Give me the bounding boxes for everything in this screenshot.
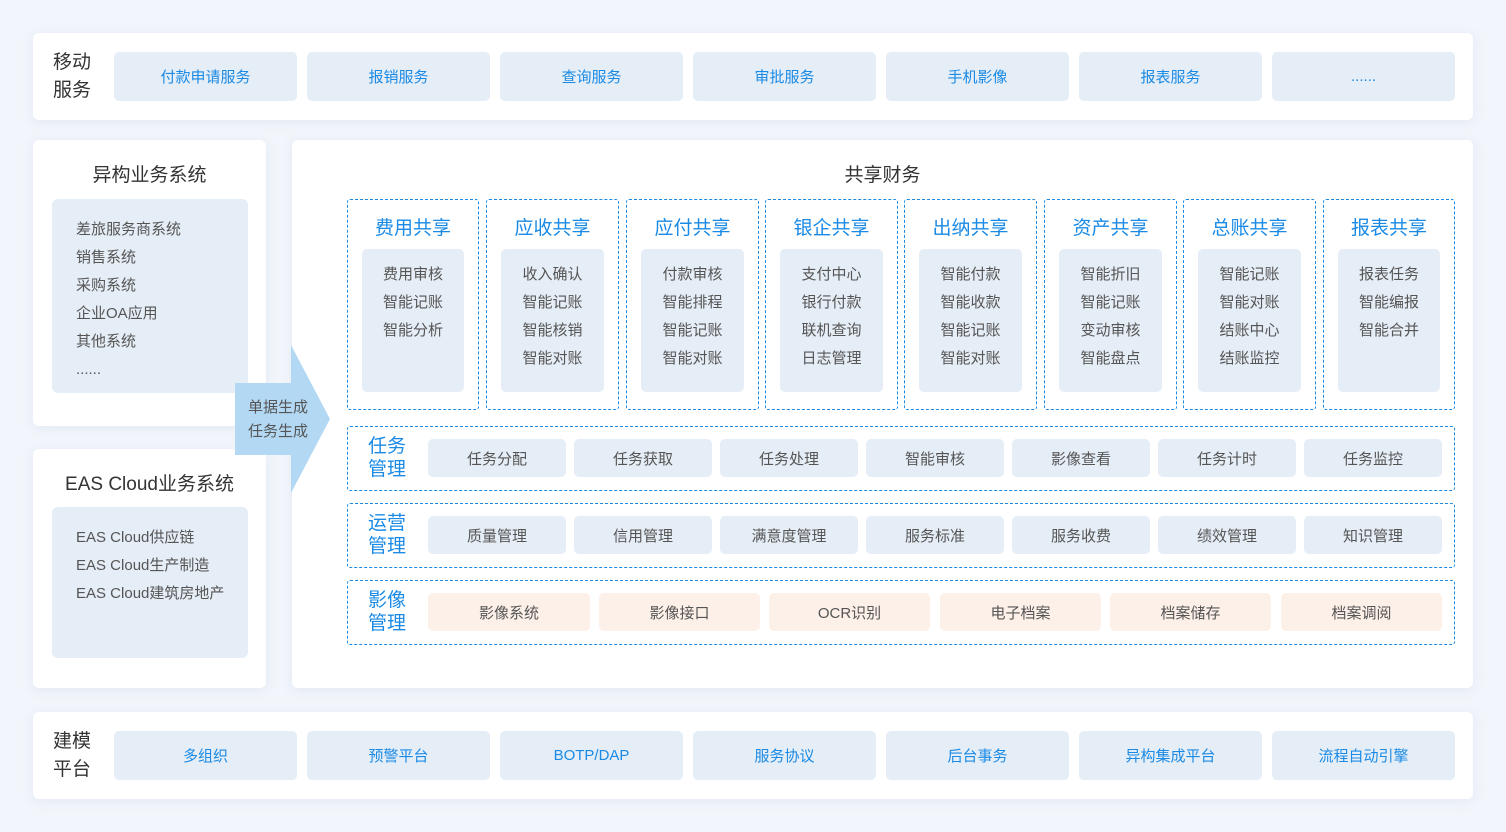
eas-cloud-systems-panel: EAS Cloud业务系统 EAS Cloud供应链 EAS Cloud生产制造… bbox=[33, 449, 266, 688]
share-column-expense[interactable]: 费用共享 费用审核 智能记账 智能分析 bbox=[347, 199, 479, 410]
platform-multi-org[interactable]: 多组织 bbox=[114, 731, 297, 780]
mobile-service-payment-request[interactable]: 付款申请服务 bbox=[114, 52, 297, 101]
mobile-service-approval[interactable]: 审批服务 bbox=[693, 52, 876, 101]
task-item[interactable]: 影像查看 bbox=[1012, 439, 1150, 477]
operations-management-label: 运营 管理 bbox=[367, 513, 406, 557]
shared-finance-title: 共享财务 bbox=[844, 165, 921, 186]
platform-background-tasks[interactable]: 后台事务 bbox=[886, 731, 1069, 780]
platform-heterogeneous-integration[interactable]: 异构集成平台 bbox=[1079, 731, 1262, 780]
share-column-receivable[interactable]: 应收共享 收入确认 智能记账 智能核销 智能对账 bbox=[486, 199, 619, 410]
task-item[interactable]: 任务分配 bbox=[428, 439, 566, 477]
modeling-platform-panel: 建模 平台 多组织 预警平台 BOTP/DAP 服务协议 后台事务 异构集成平台… bbox=[33, 712, 1473, 799]
image-management-band: 影像 管理 影像系统 影像接口 OCR识别 电子档案 档案储存 档案调阅 bbox=[347, 580, 1455, 645]
heterogeneous-systems-list: 差旅服务商系统 销售系统 采购系统 企业OA应用 其他系统 ...... bbox=[52, 199, 248, 393]
list-item: 差旅服务商系统 bbox=[76, 221, 182, 238]
operations-item[interactable]: 绩效管理 bbox=[1158, 516, 1296, 554]
operations-item[interactable]: 信用管理 bbox=[574, 516, 712, 554]
image-item[interactable]: 影像系统 bbox=[428, 593, 590, 631]
heterogeneous-systems-title: 异构业务系统 bbox=[92, 165, 207, 186]
share-column-general-ledger[interactable]: 总账共享 智能记账 智能对账 结账中心 结账监控 bbox=[1183, 199, 1316, 410]
list-item: 其他系统 bbox=[76, 333, 137, 350]
image-management-label: 影像 管理 bbox=[367, 590, 406, 634]
mobile-service-mobile-image[interactable]: 手机影像 bbox=[886, 52, 1069, 101]
eas-cloud-systems-list: EAS Cloud供应链 EAS Cloud生产制造 EAS Cloud建筑房地… bbox=[52, 507, 248, 658]
mobile-services-panel: 移动 服务 付款申请服务 报销服务 查询服务 审批服务 手机影像 报表服务 ..… bbox=[33, 33, 1473, 120]
task-management-label: 任务 管理 bbox=[367, 436, 406, 480]
list-item: 销售系统 bbox=[76, 249, 137, 266]
operations-item[interactable]: 服务收费 bbox=[1012, 516, 1150, 554]
operations-item[interactable]: 知识管理 bbox=[1304, 516, 1442, 554]
operations-item[interactable]: 服务标准 bbox=[866, 516, 1004, 554]
task-item[interactable]: 智能审核 bbox=[866, 439, 1004, 477]
mobile-services-label: 移动 服务 bbox=[53, 52, 92, 101]
share-column-bank-enterprise[interactable]: 银企共享 支付中心 银行付款 联机查询 日志管理 bbox=[765, 199, 898, 410]
image-item[interactable]: 电子档案 bbox=[940, 593, 1101, 631]
operations-management-band: 运营 管理 质量管理 信用管理 满意度管理 服务标准 服务收费 绩效管理 知识管… bbox=[347, 503, 1455, 568]
share-column-payable[interactable]: 应付共享 付款审核 智能排程 智能记账 智能对账 bbox=[626, 199, 759, 410]
platform-service-agreement[interactable]: 服务协议 bbox=[693, 731, 876, 780]
task-management-band: 任务 管理 任务分配 任务获取 任务处理 智能审核 影像查看 任务计时 任务监控 bbox=[347, 426, 1455, 491]
image-item[interactable]: 档案储存 bbox=[1110, 593, 1271, 631]
list-item: EAS Cloud建筑房地产 bbox=[76, 585, 225, 602]
operations-item[interactable]: 满意度管理 bbox=[720, 516, 858, 554]
mobile-service-report[interactable]: 报表服务 bbox=[1079, 52, 1262, 101]
mobile-service-more[interactable]: ...... bbox=[1272, 52, 1455, 101]
list-item: 采购系统 bbox=[76, 277, 137, 294]
list-item: EAS Cloud生产制造 bbox=[76, 557, 210, 574]
task-item[interactable]: 任务计时 bbox=[1158, 439, 1296, 477]
platform-botp-dap[interactable]: BOTP/DAP bbox=[500, 731, 683, 780]
task-item[interactable]: 任务监控 bbox=[1304, 439, 1442, 477]
modeling-platform-label: 建模 平台 bbox=[53, 731, 92, 780]
operations-item[interactable]: 质量管理 bbox=[428, 516, 566, 554]
image-item[interactable]: 档案调阅 bbox=[1281, 593, 1442, 631]
list-item: EAS Cloud供应链 bbox=[76, 529, 195, 546]
mobile-service-reimbursement[interactable]: 报销服务 bbox=[307, 52, 490, 101]
flow-arrow-label: 单据生成 任务生成 bbox=[247, 399, 308, 440]
platform-process-engine[interactable]: 流程自动引擎 bbox=[1272, 731, 1455, 780]
image-item[interactable]: 影像接口 bbox=[599, 593, 760, 631]
eas-cloud-systems-title: EAS Cloud业务系统 bbox=[65, 474, 234, 495]
platform-alert[interactable]: 预警平台 bbox=[307, 731, 490, 780]
task-item[interactable]: 任务获取 bbox=[574, 439, 712, 477]
heterogeneous-systems-panel: 异构业务系统 差旅服务商系统 销售系统 采购系统 企业OA应用 其他系统 ...… bbox=[33, 140, 266, 426]
task-item[interactable]: 任务处理 bbox=[720, 439, 858, 477]
share-column-cashier[interactable]: 出纳共享 智能付款 智能收款 智能记账 智能对账 bbox=[904, 199, 1037, 410]
mobile-service-query[interactable]: 查询服务 bbox=[500, 52, 683, 101]
image-item[interactable]: OCR识别 bbox=[769, 593, 930, 631]
share-column-report[interactable]: 报表共享 报表任务 智能编报 智能合并 bbox=[1323, 199, 1455, 410]
list-item: ...... bbox=[76, 361, 102, 378]
list-item: 企业OA应用 bbox=[76, 305, 158, 322]
share-column-asset[interactable]: 资产共享 智能折旧 智能记账 变动审核 智能盘点 bbox=[1044, 199, 1177, 410]
flow-arrow-icon bbox=[235, 345, 330, 493]
